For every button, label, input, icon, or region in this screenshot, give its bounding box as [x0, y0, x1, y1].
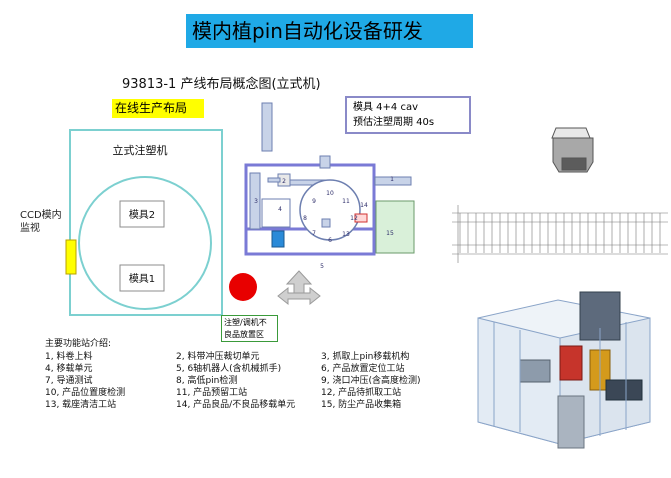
- legend-item: 10, 产品位置度检测: [45, 388, 126, 398]
- reject-area-marker: [229, 273, 257, 301]
- mold-2-box: [119, 200, 165, 228]
- svg-text:2: 2: [282, 178, 286, 185]
- legend-item: 14, 产品良品/不良品移载单元: [176, 400, 296, 410]
- mold-1-label: 模具1: [129, 273, 155, 285]
- station-4-box: [261, 198, 291, 228]
- ccd-camera-bar: [65, 239, 77, 275]
- inline-production-label: 在线生产布局: [112, 99, 204, 118]
- legend-item: 11, 产品预留工站: [176, 388, 248, 398]
- legend-row: 7, 导通测试 8, 高低pin检测 9, 浇口冲压(含高度检测): [45, 375, 420, 387]
- svg-text:3: 3: [254, 198, 258, 205]
- legend-row: 13, 载座清洁工站 14, 产品良品/不良品移载单元 15, 防尘产品收集箱: [45, 399, 420, 411]
- svg-text:8: 8: [303, 215, 307, 222]
- station-14-red: [354, 213, 368, 223]
- svg-text:9: 9: [312, 198, 316, 205]
- terminal-strip-drawing: [452, 205, 668, 263]
- legend-row: 1, 料卷上料 2, 料带冲压裁切单元 3, 抓取上pin移载机构: [45, 351, 420, 363]
- index-dial: [299, 179, 361, 241]
- reject-label-line1: 注塑/调机不: [224, 318, 267, 327]
- svg-text:10: 10: [326, 190, 334, 197]
- legend-row: 4, 移载单元 5, 6轴机器人(含机械抓手) 6, 产品放置定位工站: [45, 363, 420, 375]
- legend-item: 4, 移载单元: [45, 364, 93, 374]
- svg-text:14: 14: [360, 202, 368, 209]
- mold-2-label: 模具2: [129, 209, 155, 221]
- station-legend: 主要功能站介绍: 1, 料卷上料 2, 料带冲压裁切单元 3, 抓取上pin移载…: [45, 338, 420, 411]
- legend-item: 12, 产品待抓取工站: [321, 388, 402, 398]
- legend-item: 6, 产品放置定位工站: [321, 364, 405, 374]
- automation-cell-outline: [244, 163, 376, 256]
- legend-item: 7, 导通测试: [45, 376, 93, 386]
- station-numbers: 1 2 3 4 5 6 7 8 9 10 11 12 13 14 15: [254, 176, 394, 270]
- reel-feeder-station: [374, 176, 412, 186]
- reject-area-label: 注塑/调机不 良品放置区: [221, 315, 278, 342]
- equipment-3d-render: [466, 291, 670, 472]
- svg-text:5: 5: [320, 263, 324, 270]
- legend-item: 3, 抓取上pin移载机构: [321, 352, 410, 362]
- station-3-transfer: [249, 172, 261, 230]
- svg-text:13: 13: [342, 231, 350, 238]
- reject-label-line2: 良品放置区: [224, 330, 264, 339]
- legend-heading: 主要功能站介绍:: [45, 339, 112, 349]
- svg-text:11: 11: [342, 198, 350, 205]
- layout-subtitle: 93813-1 产线布局概念图(立式机): [122, 77, 321, 92]
- rotary-table-circle: [78, 176, 212, 310]
- svg-text:15: 15: [386, 230, 394, 237]
- ccd-label-line2: 监视: [20, 223, 40, 234]
- ccd-monitor-label: CCD模内 监视: [20, 209, 62, 235]
- svg-text:6: 6: [328, 237, 332, 244]
- legend-item: 8, 高低pin检测: [176, 376, 238, 386]
- product-3d-sketch: [551, 127, 594, 173]
- legend-item: 13, 载座清洁工站: [45, 400, 117, 410]
- ccd-label-line1: CCD模内: [20, 210, 62, 221]
- legend-item: 15, 防尘产品收集箱: [321, 400, 402, 410]
- injection-machine-outline: [69, 129, 223, 316]
- svg-text:12: 12: [350, 215, 358, 222]
- legend-item: 9, 浇口冲压(含高度检测): [321, 376, 421, 386]
- svg-text:1: 1: [390, 176, 394, 183]
- page-title: 模内植pin自动化设备研发: [186, 14, 473, 48]
- spec-cycle-time: 预估注塑周期 40s: [353, 117, 435, 128]
- station-blue-part: [271, 230, 285, 248]
- dust-collect-box-15: [375, 200, 415, 254]
- legend-item: 5, 6轴机器人(含机械抓手): [176, 364, 282, 374]
- legend-row: 10, 产品位置度检测 11, 产品预留工站 12, 产品待抓取工站: [45, 387, 420, 399]
- legend-item: 2, 料带冲压裁切单元: [176, 352, 260, 362]
- feeder-column: [261, 102, 273, 152]
- svg-text:4: 4: [278, 206, 282, 213]
- machine-label: 立式注塑机: [113, 143, 168, 157]
- spec-mold-cavity: 模具 4+4 cav: [353, 102, 419, 113]
- robot-motion-arrow-icon: [277, 270, 321, 306]
- mold-1-box: [119, 264, 165, 292]
- legend-item: 1, 料卷上料: [45, 352, 93, 362]
- spec-box: 模具 4+4 cav 预估注塑周期 40s: [345, 96, 471, 134]
- svg-text:7: 7: [312, 230, 316, 237]
